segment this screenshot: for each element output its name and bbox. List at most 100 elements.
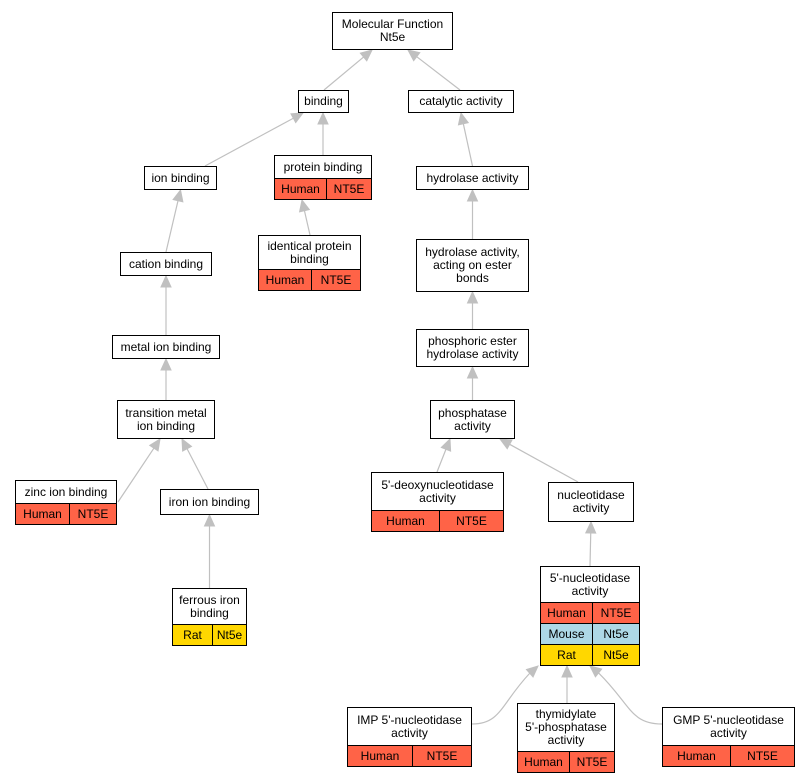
annotation-row-human: Human NT5E [259,269,360,290]
go-term-iron: iron ion binding [160,489,259,515]
species-cell: Human [360,749,400,763]
arrowhead-icon [457,111,470,126]
go-term-label: binding [304,94,343,108]
species-cell: Mouse [548,627,585,641]
arrowhead-icon [290,112,305,124]
edge-zinc-to-transition [117,447,155,503]
go-term-label: ion binding [151,170,210,185]
go-term-label: transition metal ion binding [125,405,207,433]
go-term-label: thymidylate 5'-phosphatase activity [525,707,607,747]
arrowhead-icon [298,198,311,213]
arrowhead-icon [359,49,373,62]
annotation-row-human: Human NT5E [275,178,371,199]
go-term-label: phosphoric ester hydrolase activity [426,334,519,361]
gene-cell: NT5E [69,504,116,524]
gene-cell: NT5E [311,270,360,290]
arrowhead-icon [561,664,573,678]
annotation-row-human: Human NT5E [541,602,639,623]
go-term-label: GMP 5'-nucleotidase activity [673,712,784,740]
gene-cell: Nt5e [212,625,246,645]
arrowhead-icon [148,437,161,452]
edge-ionbinding-to-binding [204,117,294,167]
gene-cell: NT5E [326,179,371,199]
go-term-label: metal ion binding [120,339,212,354]
edge-cation-to-ionbinding [165,200,179,253]
arrowhead-icon [589,665,603,678]
edge-binding-to-mf [323,56,364,91]
species-cell: Human [281,182,320,196]
go-term-transition: transition metal ion binding [117,400,215,439]
edge-iron-to-transition [186,448,209,490]
go-term-label: hydrolase activity, acting on ester bond… [425,245,520,285]
go-term-label: protein binding [283,159,363,174]
gene-cell: NT5E [730,746,794,766]
arrowhead-icon [466,365,479,379]
go-term-label: zinc ion binding [24,484,108,499]
go-term-label: hydrolase activity [426,170,519,185]
arrowhead-icon [584,520,597,534]
go-term-label: ferrous iron binding [179,592,240,620]
go-term-label: IMP 5'-nucleotidase activity [357,712,462,740]
annotation-row-human: Human NT5E [663,745,794,766]
go-term-label: 5'-deoxynucleotidase activity [381,477,494,505]
go-term-phosphatase: phosphatase activity [430,400,515,439]
go-term-binding: binding [298,90,349,113]
go-term-catalytic: catalytic activity [408,90,514,113]
arrowhead-icon [317,111,329,125]
go-term-mf: Molecular Function Nt5e [332,12,453,50]
edge-imp-to-n5 [471,672,531,725]
species-cell: Human [524,755,563,769]
edge-identical-to-proteinbinding [303,210,311,236]
gene-cell: NT5E [439,511,503,531]
annotation-row-human: Human NT5E [16,503,116,524]
arrowhead-icon [498,438,513,450]
go-term-label: iron ion binding [168,494,251,509]
edge-gmp-to-n5 [598,672,663,725]
go-term-nucleotidase: nucleotidase activity [548,482,634,522]
arrowhead-icon [160,274,172,288]
gene-cell: Nt5e [592,624,639,644]
edge-deoxy-to-phosphatase [436,449,447,473]
species-cell: Human [547,606,586,620]
species-cell: Human [23,507,62,521]
species-cell: Human [677,749,716,763]
edge-n5-to-nucleotidase [589,532,592,567]
go-term-label: catalytic activity [419,94,503,108]
gene-cell: Nt5e [592,645,639,665]
go-term-label: Molecular Function Nt5e [341,17,444,44]
arrowhead-icon [466,188,479,202]
edge-catalytic-to-mf [416,56,461,91]
arrowhead-icon [160,357,172,371]
arrowhead-icon [172,188,184,203]
arrowhead-icon [203,513,216,527]
edge-hydrolase-to-catalytic [462,123,474,167]
go-term-metalion: metal ion binding [112,335,220,359]
gene-cell: NT5E [592,603,639,623]
gene-cell: NT5E [569,752,614,772]
go-term-hydrolase: hydrolase activity [416,166,529,190]
go-term-phosphoric: phosphoric ester hydrolase activity [416,329,529,367]
go-term-label: nucleotidase activity [557,488,625,515]
species-cell: Human [265,273,305,287]
go-term-cation: cation binding [120,252,212,276]
annotation-row-mouse: Mouse Nt5e [541,623,639,644]
go-term-ionbinding: ion binding [144,166,217,190]
go-term-label: phosphatase activity [438,405,507,433]
go-term-hydroester: hydrolase activity, acting on ester bond… [416,239,529,292]
arrowhead-icon [466,290,479,304]
species-cell: Rat [183,628,202,642]
gene-cell: NT5E [412,746,471,766]
annotation-row-rat: Rat Nt5e [173,624,246,645]
annotation-row-human: Human NT5E [348,745,471,766]
